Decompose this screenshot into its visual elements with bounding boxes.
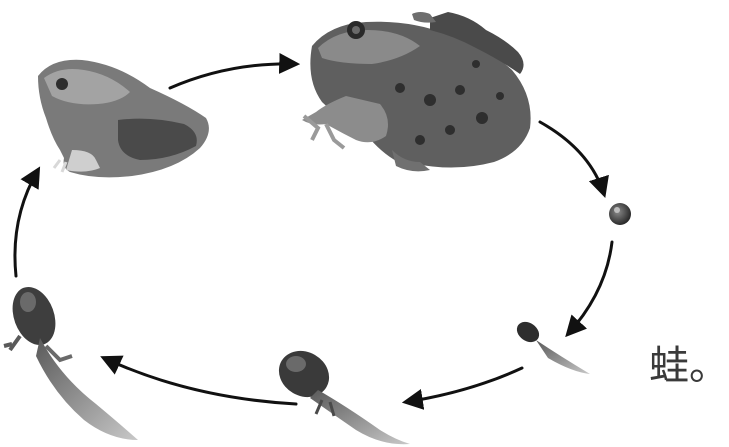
tadpole-middle-illustration — [270, 342, 410, 444]
arrow-adult-to-egg — [540, 122, 604, 194]
tadpole-early-illustration — [513, 318, 590, 374]
tadpole-with-legs-illustration — [4, 281, 138, 440]
adult-frog-illustration — [302, 12, 531, 171]
caption-text: 蛙。 — [612, 336, 729, 396]
arrow-egg-to-tadpole-early — [568, 242, 612, 334]
egg-illustration — [609, 203, 631, 225]
arrow-young-to-adult — [170, 64, 296, 88]
young-frog-illustration — [38, 60, 209, 178]
arrow-tadpole-early-to-middle — [406, 368, 522, 402]
arrow-tadpole-middle-to-legs — [104, 358, 296, 404]
arrow-legs-to-young — [15, 170, 38, 276]
